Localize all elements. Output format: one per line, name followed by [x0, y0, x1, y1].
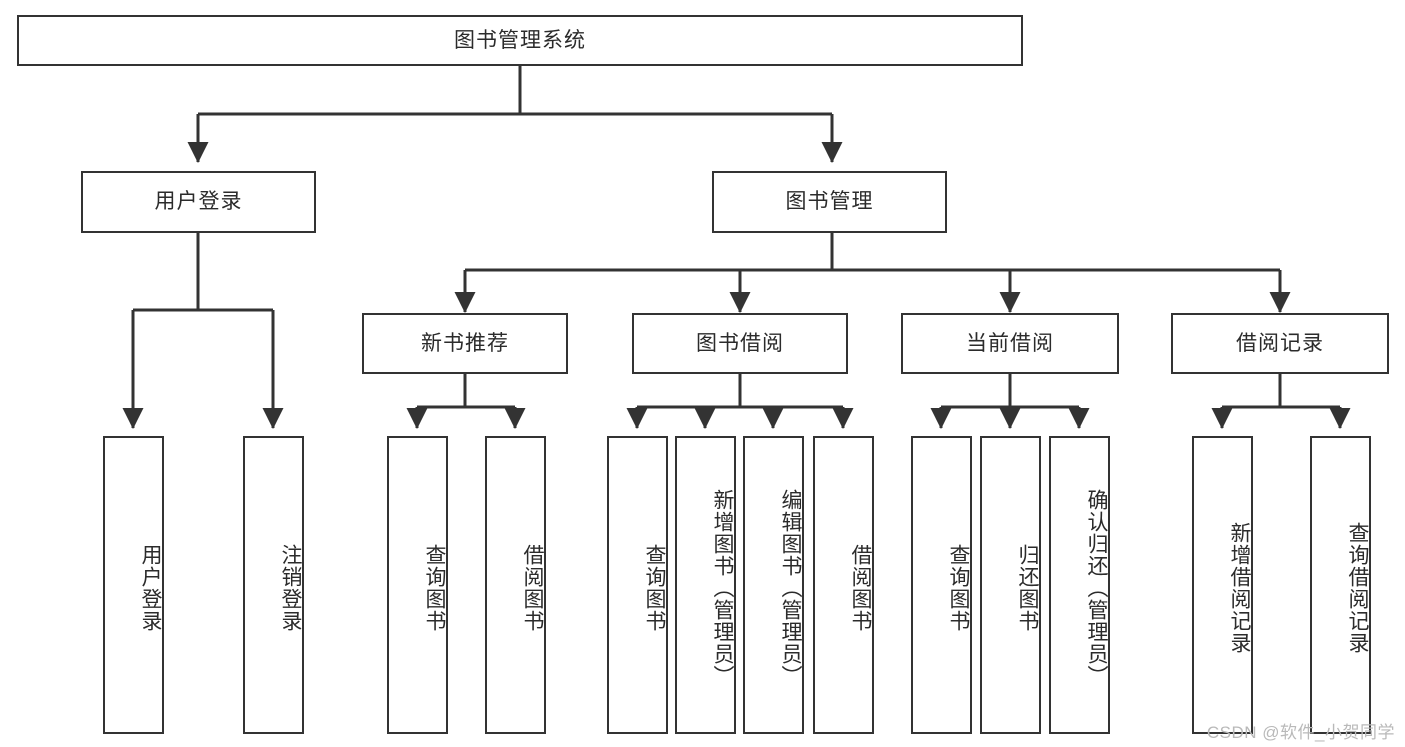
- node-label: 新增图书（管理员）: [711, 489, 734, 687]
- node-label: 查询借阅记录: [1346, 522, 1369, 654]
- node-label: 图书管理: [785, 190, 874, 214]
- leaf-borrow-add-book-admin[interactable]: 新增图书（管理员）: [675, 436, 736, 734]
- node-label: 编辑图书（管理员）: [779, 489, 802, 687]
- leaf-record-add-record[interactable]: 新增借阅记录: [1192, 436, 1253, 734]
- leaf-record-query-record[interactable]: 查询借阅记录: [1310, 436, 1371, 734]
- node-label: 用户登录: [139, 544, 162, 632]
- leaf-recommend-borrow-book[interactable]: 借阅图书: [485, 436, 546, 734]
- node-label: 图书管理系统: [454, 28, 586, 52]
- node-label: 图书借阅: [696, 331, 784, 355]
- node-label: 查询图书: [643, 544, 666, 632]
- node-label: 借阅图书: [849, 544, 872, 632]
- node-label: 查询图书: [947, 544, 970, 632]
- node-label: 归还图书: [1016, 544, 1039, 632]
- leaf-borrow-borrow-book[interactable]: 借阅图书: [813, 436, 874, 734]
- node-new-book-recommend[interactable]: 新书推荐: [362, 313, 568, 374]
- csdn-watermark: CSDN @软件_小贺同学: [1206, 723, 1395, 742]
- node-label: 借阅记录: [1236, 331, 1324, 355]
- node-label: 借阅图书: [521, 544, 544, 632]
- node-label: 用户登录: [154, 190, 243, 214]
- leaf-current-query-book[interactable]: 查询图书: [911, 436, 972, 734]
- leaf-user-login-logout[interactable]: 注销登录: [243, 436, 304, 734]
- node-book-borrow[interactable]: 图书借阅: [632, 313, 848, 374]
- leaf-current-confirm-return-admin[interactable]: 确认归还（管理员）: [1049, 436, 1110, 734]
- node-label: 确认归还（管理员）: [1085, 489, 1108, 687]
- node-label: 当前借阅: [966, 331, 1054, 355]
- node-label: 查询图书: [423, 544, 446, 632]
- leaf-borrow-query-book[interactable]: 查询图书: [607, 436, 668, 734]
- node-label: 注销登录: [279, 544, 302, 632]
- node-user-login[interactable]: 用户登录: [81, 171, 316, 233]
- leaf-current-return-book[interactable]: 归还图书: [980, 436, 1041, 734]
- node-book-management[interactable]: 图书管理: [712, 171, 947, 233]
- node-root-system[interactable]: 图书管理系统: [17, 15, 1023, 66]
- leaf-user-login-login[interactable]: 用户登录: [103, 436, 164, 734]
- leaf-borrow-edit-book-admin[interactable]: 编辑图书（管理员）: [743, 436, 804, 734]
- leaf-recommend-query-book[interactable]: 查询图书: [387, 436, 448, 734]
- node-label: 新书推荐: [421, 331, 509, 355]
- node-borrow-record[interactable]: 借阅记录: [1171, 313, 1389, 374]
- node-label: 新增借阅记录: [1228, 522, 1251, 654]
- node-current-borrow[interactable]: 当前借阅: [901, 313, 1119, 374]
